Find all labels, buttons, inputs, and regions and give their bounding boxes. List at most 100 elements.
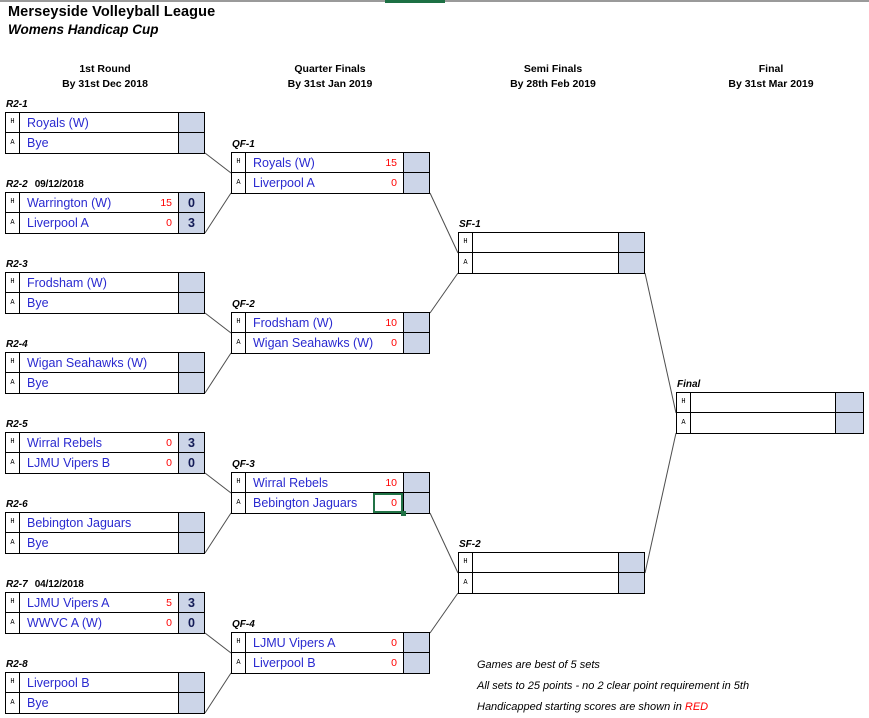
match-row-home[interactable]: H Warrington (W) 15 0	[6, 193, 204, 213]
handicap-value[interactable]	[148, 373, 178, 393]
handicap-value[interactable]	[148, 513, 178, 532]
score-value[interactable]: 0	[178, 453, 204, 473]
handicap-value-selected-cell[interactable]: 0	[373, 493, 406, 516]
team-name[interactable]: Bebington Jaguars	[27, 515, 132, 530]
score-value[interactable]	[403, 493, 429, 513]
handicap-value[interactable]: 5	[166, 596, 172, 609]
cell-fill-handle[interactable]	[401, 511, 406, 516]
score-value[interactable]	[403, 313, 429, 332]
score-value[interactable]	[835, 393, 863, 412]
team-name[interactable]: Wigan Seahawks (W)	[253, 336, 373, 350]
team-name[interactable]	[473, 573, 588, 593]
score-value[interactable]	[178, 373, 204, 393]
score-value[interactable]	[403, 653, 429, 673]
match-box-qf-2[interactable]: H Frodsham (W) 10 A Wigan Seahawks (W) 0	[231, 312, 430, 354]
score-value[interactable]: 0	[178, 193, 204, 212]
match-row-away[interactable]: A Liverpool B 0	[232, 653, 429, 673]
match-row-home[interactable]: H Wirral Rebels 10	[232, 473, 429, 493]
team-name[interactable]: Liverpool B	[27, 675, 90, 690]
handicap-value[interactable]: 0	[166, 457, 172, 469]
score-value[interactable]	[178, 353, 204, 372]
score-value[interactable]	[178, 113, 204, 132]
team-name[interactable]	[691, 393, 805, 412]
team-name[interactable]	[473, 253, 588, 273]
handicap-value[interactable]	[588, 233, 618, 252]
match-box-final[interactable]: H A	[676, 392, 864, 434]
score-value[interactable]	[403, 633, 429, 652]
handicap-value[interactable]	[148, 693, 178, 713]
match-box-qf-1[interactable]: H Royals (W) 15 A Liverpool A 0	[231, 152, 430, 194]
score-value[interactable]	[403, 473, 429, 492]
team-name[interactable]	[473, 233, 588, 252]
match-box-qf-4[interactable]: H LJMU Vipers A 0 A Liverpool B 0	[231, 632, 430, 674]
handicap-value[interactable]: 10	[385, 316, 397, 329]
match-box-r2-5[interactable]: H Wirral Rebels 0 3 A LJMU Vipers B 0 0	[5, 432, 205, 474]
team-name[interactable]: WWVC A (W)	[27, 616, 102, 630]
team-name[interactable]: Bye	[27, 296, 49, 310]
match-box-r2-3[interactable]: H Frodsham (W) A Bye	[5, 272, 205, 314]
match-row-home[interactable]: H	[677, 393, 863, 413]
team-name[interactable]: Liverpool A	[253, 176, 315, 190]
team-name[interactable]	[691, 413, 805, 433]
handicap-value[interactable]	[148, 533, 178, 553]
handicap-value[interactable]	[148, 273, 178, 292]
match-box-r2-8[interactable]: H Liverpool B A Bye	[5, 672, 205, 714]
match-row-away[interactable]: A	[677, 413, 863, 433]
team-name[interactable]: Bye	[27, 376, 49, 390]
handicap-value[interactable]	[148, 113, 178, 132]
handicap-value[interactable]: 0	[166, 617, 172, 629]
team-name[interactable]: Liverpool B	[253, 656, 316, 670]
score-value[interactable]	[178, 693, 204, 713]
team-name[interactable]: Wirral Rebels	[253, 475, 329, 490]
handicap-value[interactable]: 0	[391, 636, 397, 649]
handicap-value[interactable]: 0	[166, 436, 172, 449]
match-row-away[interactable]: A Liverpool A 0	[232, 173, 429, 193]
match-row-home[interactable]: H Wirral Rebels 0 3	[6, 433, 204, 453]
handicap-value[interactable]: 0	[391, 177, 397, 189]
team-name[interactable]: LJMU Vipers B	[27, 456, 111, 470]
handicap-value[interactable]	[148, 293, 178, 313]
match-box-r2-4[interactable]: H Wigan Seahawks (W) A Bye	[5, 352, 205, 394]
score-value[interactable]: 3	[178, 593, 204, 612]
handicap-value[interactable]	[805, 413, 835, 433]
match-row-home[interactable]: H Royals (W)	[6, 113, 204, 133]
score-value[interactable]: 3	[178, 433, 204, 452]
match-row-away[interactable]: A Wigan Seahawks (W) 0	[232, 333, 429, 353]
handicap-value[interactable]	[588, 573, 618, 593]
score-value[interactable]	[618, 573, 644, 593]
score-value[interactable]	[403, 153, 429, 172]
match-box-r2-1[interactable]: H Royals (W) A Bye	[5, 112, 205, 154]
team-name[interactable]: Frodsham (W)	[253, 315, 333, 330]
match-row-home[interactable]: H Frodsham (W)	[6, 273, 204, 293]
handicap-value[interactable]: 10	[385, 476, 397, 489]
match-box-r2-7[interactable]: H LJMU Vipers A 5 3 A WWVC A (W) 0 0	[5, 592, 205, 634]
match-row-home[interactable]: H	[459, 553, 644, 573]
team-name[interactable]: Bye	[27, 696, 49, 710]
match-row-away[interactable]: A Bye	[6, 533, 204, 553]
team-name[interactable]: Warrington (W)	[27, 195, 112, 210]
match-row-away[interactable]: A Bye	[6, 693, 204, 713]
team-name[interactable]: Bye	[27, 536, 49, 550]
handicap-value[interactable]: 0	[391, 657, 397, 669]
team-name[interactable]: Bebington Jaguars	[253, 496, 358, 510]
team-name[interactable]: LJMU Vipers A	[27, 595, 110, 610]
team-name[interactable]: Frodsham (W)	[27, 275, 107, 290]
match-box-r2-6[interactable]: H Bebington Jaguars A Bye	[5, 512, 205, 554]
match-row-home[interactable]: H Frodsham (W) 10	[232, 313, 429, 333]
score-value[interactable]	[178, 533, 204, 553]
match-row-home[interactable]: H Royals (W) 15	[232, 153, 429, 173]
match-row-away[interactable]: A Bye	[6, 293, 204, 313]
handicap-value[interactable]	[148, 133, 178, 153]
match-row-away[interactable]: A Liverpool A 0 3	[6, 213, 204, 233]
match-row-away[interactable]: A	[459, 253, 644, 273]
handicap-value[interactable]	[148, 353, 178, 372]
score-value[interactable]	[403, 333, 429, 353]
handicap-value[interactable]: 15	[385, 156, 397, 169]
score-value[interactable]: 0	[178, 613, 204, 633]
match-box-sf-1[interactable]: H A	[458, 232, 645, 274]
score-value[interactable]	[178, 273, 204, 292]
team-name[interactable]: Liverpool A	[27, 216, 89, 230]
match-box-r2-2[interactable]: H Warrington (W) 15 0 A Liverpool A 0 3	[5, 192, 205, 234]
match-row-away[interactable]: A LJMU Vipers B 0 0	[6, 453, 204, 473]
match-row-away[interactable]: A Bye	[6, 133, 204, 153]
